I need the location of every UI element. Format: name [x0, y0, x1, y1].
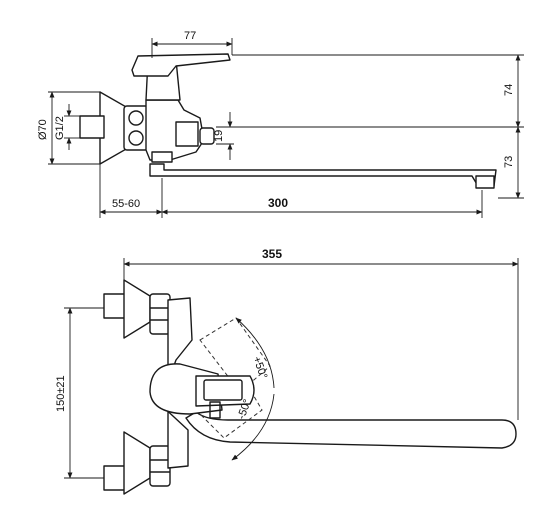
lower-flange — [123, 431, 151, 495]
side-view: 77 74 73 19 Ø70 G1/2 55-60 300 — [37, 30, 524, 218]
dim-height-lower: 73 — [503, 156, 515, 168]
body-inner — [175, 121, 199, 147]
lever-handle — [131, 53, 231, 77]
spout-aerator — [475, 175, 495, 189]
dim-offset-19: 19 — [213, 130, 225, 142]
side-knob — [199, 127, 215, 145]
eccentric-connector — [79, 115, 105, 139]
lower-connector — [103, 465, 127, 491]
upper-nut — [149, 293, 171, 335]
dim-thread: G1/2 — [54, 116, 66, 140]
union-nut — [123, 105, 149, 151]
dim-height-upper: 74 — [503, 84, 515, 96]
dim-diameter: Ø70 — [37, 119, 49, 140]
dim-spout-reach: 300 — [268, 196, 288, 210]
dim-centers-range: 55-60 — [112, 198, 140, 210]
diverter-button — [151, 151, 173, 163]
front-view: 355 150±21 +50° -50° — [55, 247, 519, 495]
front-lever-handle — [195, 375, 255, 407]
upper-flange — [123, 279, 151, 339]
swing-plus-label: +50° — [250, 355, 269, 381]
front-spout — [185, 411, 517, 449]
dim-top-width: 77 — [184, 30, 196, 42]
mixer-body — [145, 99, 205, 161]
dim-total-width: 355 — [262, 247, 282, 261]
spout — [149, 163, 497, 187]
dim-center-distance: 150±21 — [55, 375, 67, 412]
lower-nut — [149, 445, 171, 487]
upper-connector — [103, 293, 127, 319]
